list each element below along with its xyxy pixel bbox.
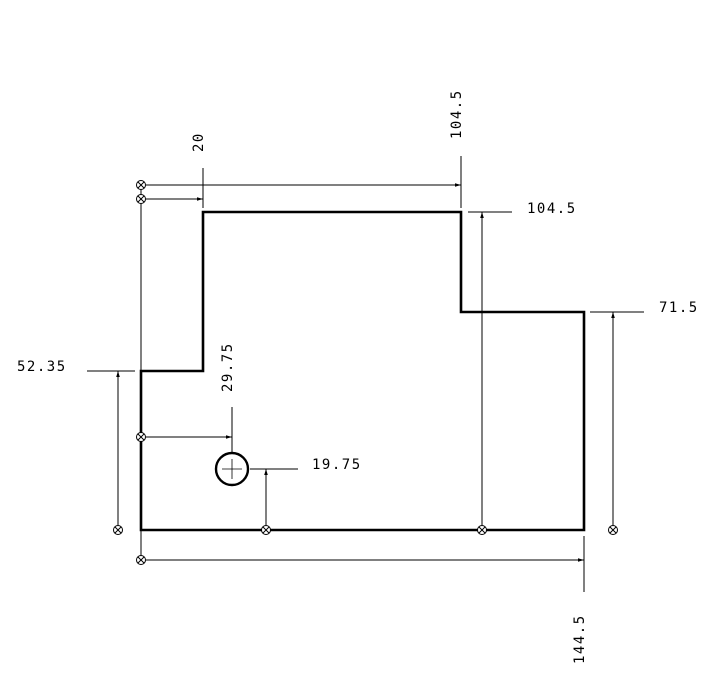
part-outline[interactable]: [139, 210, 586, 532]
dim-step-left-height-label: 52.35: [17, 359, 67, 375]
dim-step-right-height-label: 71.5: [659, 300, 699, 316]
hole-center-mark: [222, 459, 242, 479]
dim-top-width-label: 104.5: [449, 89, 465, 139]
dim-hole-x-offset-label: 29.75: [220, 342, 236, 392]
dim-hole-y-offset[interactable]: 19.75: [250, 457, 362, 525]
origin-marker-icon[interactable]: [113, 525, 123, 535]
dim-hole-y-offset-label: 19.75: [312, 457, 362, 473]
dim-top-right-height[interactable]: 104.5: [468, 201, 577, 525]
origin-marker-icon[interactable]: [136, 194, 146, 204]
origin-marker-icon[interactable]: [136, 432, 146, 442]
dim-step-left-height[interactable]: 52.35: [17, 359, 135, 525]
origin-marker-icon[interactable]: [608, 525, 618, 535]
dim-top-right-height-label: 104.5: [527, 201, 577, 217]
dim-step-right-height[interactable]: 71.5: [590, 300, 699, 525]
dim-overall-width[interactable]: 144.5: [146, 536, 588, 664]
origin-marker-icon[interactable]: [136, 555, 146, 565]
origin-marker-icon[interactable]: [136, 180, 146, 190]
dim-overall-width-label: 144.5: [572, 614, 588, 664]
dim-step-left-offset-label: 20: [191, 132, 207, 152]
dim-hole-x-offset[interactable]: 29.75: [146, 342, 236, 452]
origin-marker-icon[interactable]: [477, 525, 487, 535]
dim-step-left-offset[interactable]: 20: [146, 132, 207, 208]
origin-marker-icon[interactable]: [261, 525, 271, 535]
hole-circle[interactable]: [214, 451, 250, 487]
dim-top-width[interactable]: 104.5: [146, 89, 465, 208]
